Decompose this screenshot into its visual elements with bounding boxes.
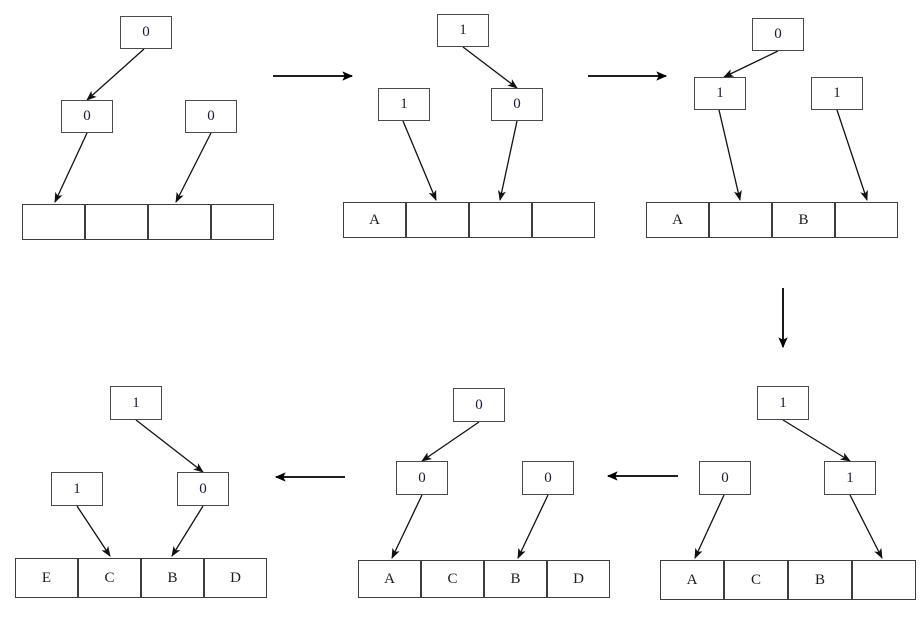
array-cell: D [204,558,267,598]
trie-node-level2-panel-1-0: 0 [61,100,113,133]
trie-node-root-panel-1: 0 [120,16,172,49]
array-cell: B [141,558,204,598]
trie-node-level2-panel-3-0: 1 [694,77,746,110]
array-cell [835,202,898,238]
pointer-arrow [54,132,88,203]
pointer-arrow [462,46,518,89]
trie-node-level2-panel-6-0: 1 [51,472,103,506]
pointer-arrow [421,421,480,462]
array-cell: A [358,560,421,598]
pointer-arrow [86,48,145,101]
pointer-arrow [517,494,549,559]
array-cell: A [660,560,724,600]
array-cell: C [78,558,141,598]
pointer-arrow [836,109,868,201]
array-cell: A [646,202,709,238]
array-cell [406,202,469,238]
array-cell: B [772,202,835,238]
pointer-arrow [135,419,204,473]
trie-node-root-panel-3: 0 [752,18,804,51]
pointer-arrow [171,505,204,557]
pointer-arrow [694,494,725,559]
array-cell: A [343,202,406,238]
trie-node-level2-panel-1-1: 0 [185,100,237,133]
pointer-arrow [723,50,779,78]
trie-node-level2-panel-2-1: 0 [491,88,543,121]
array-cell: C [421,560,484,598]
array-cell [148,204,211,240]
pointer-arrow [391,494,423,559]
trie-node-level2-panel-4-1: 1 [824,461,876,495]
pointer-arrow [402,120,437,201]
array-cell: B [788,560,852,600]
array-cell: C [724,560,788,600]
trie-node-root-panel-2: 1 [437,14,489,47]
array-cell: E [15,558,78,598]
trie-node-level2-panel-5-0: 0 [396,461,448,495]
pointer-arrow [76,505,111,557]
pointer-arrow [498,120,518,202]
trie-node-root-panel-4: 1 [757,386,809,420]
array-cell [22,204,85,240]
pointer-arrow [782,419,851,462]
trie-node-level2-panel-5-1: 0 [522,461,574,495]
array-cell: B [484,560,547,598]
array-cell: D [547,560,610,598]
array-cell [211,204,274,240]
trie-node-level2-panel-3-1: 1 [811,77,863,110]
pointer-arrow [718,109,742,202]
array-cell [532,202,595,238]
trie-node-level2-panel-4-0: 0 [699,461,751,495]
array-cell [709,202,772,238]
trie-node-level2-panel-6-1: 0 [177,472,229,506]
array-cell [469,202,532,238]
trie-node-root-panel-5: 0 [453,388,505,422]
array-cell [852,560,916,600]
trie-node-root-panel-6: 1 [110,386,162,420]
array-cell [85,204,148,240]
pointer-arrow [849,494,883,559]
trie-node-level2-panel-2-0: 1 [378,88,430,121]
pointer-arrow [175,132,212,203]
